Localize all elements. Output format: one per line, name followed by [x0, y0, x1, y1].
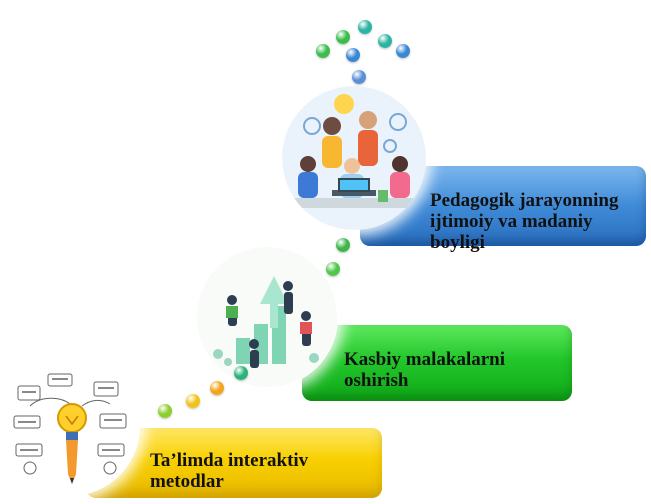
team-collaboration-icon — [282, 86, 426, 230]
step-label-2-line2: oshirish — [344, 370, 409, 391]
step-label-2-line1: Kasbiy malakalarni — [344, 349, 505, 370]
step-label-2: Kasbiy malakalarni oshirish — [344, 349, 505, 391]
decorative-dot — [352, 70, 366, 84]
illustration-idea-circle — [0, 356, 140, 496]
decorative-dot — [378, 34, 392, 48]
step-label-3-line1: Pedagogik jarayonning — [430, 190, 619, 211]
decorative-dot — [396, 44, 410, 58]
decorative-dot — [358, 20, 372, 34]
illustration-growth-circle — [196, 246, 338, 388]
decorative-dot — [326, 262, 340, 276]
step-label-3-line2: ijtimoiy va madaniy boyligi — [430, 211, 593, 253]
decorative-dot — [336, 30, 350, 44]
growth-team-icon — [197, 247, 337, 387]
step-label-3: Pedagogik jarayonning ijtimoiy va madani… — [430, 190, 651, 253]
decorative-dot — [158, 404, 172, 418]
decorative-dot — [316, 44, 330, 58]
lightbulb-sketch-icon — [2, 358, 138, 494]
illustration-collaboration-circle — [282, 86, 426, 230]
decorative-dot — [336, 238, 350, 252]
decorative-dot — [346, 48, 360, 62]
step-label-1: Ta’limda interaktiv metodlar — [150, 450, 308, 492]
decorative-dot — [234, 366, 248, 380]
step-bar-green — [302, 325, 572, 401]
decorative-dot — [186, 394, 200, 408]
step-label-1-line1: Ta’limda interaktiv — [150, 450, 309, 471]
decorative-dot — [210, 381, 224, 395]
step-label-1-line2: metodlar — [150, 471, 224, 492]
